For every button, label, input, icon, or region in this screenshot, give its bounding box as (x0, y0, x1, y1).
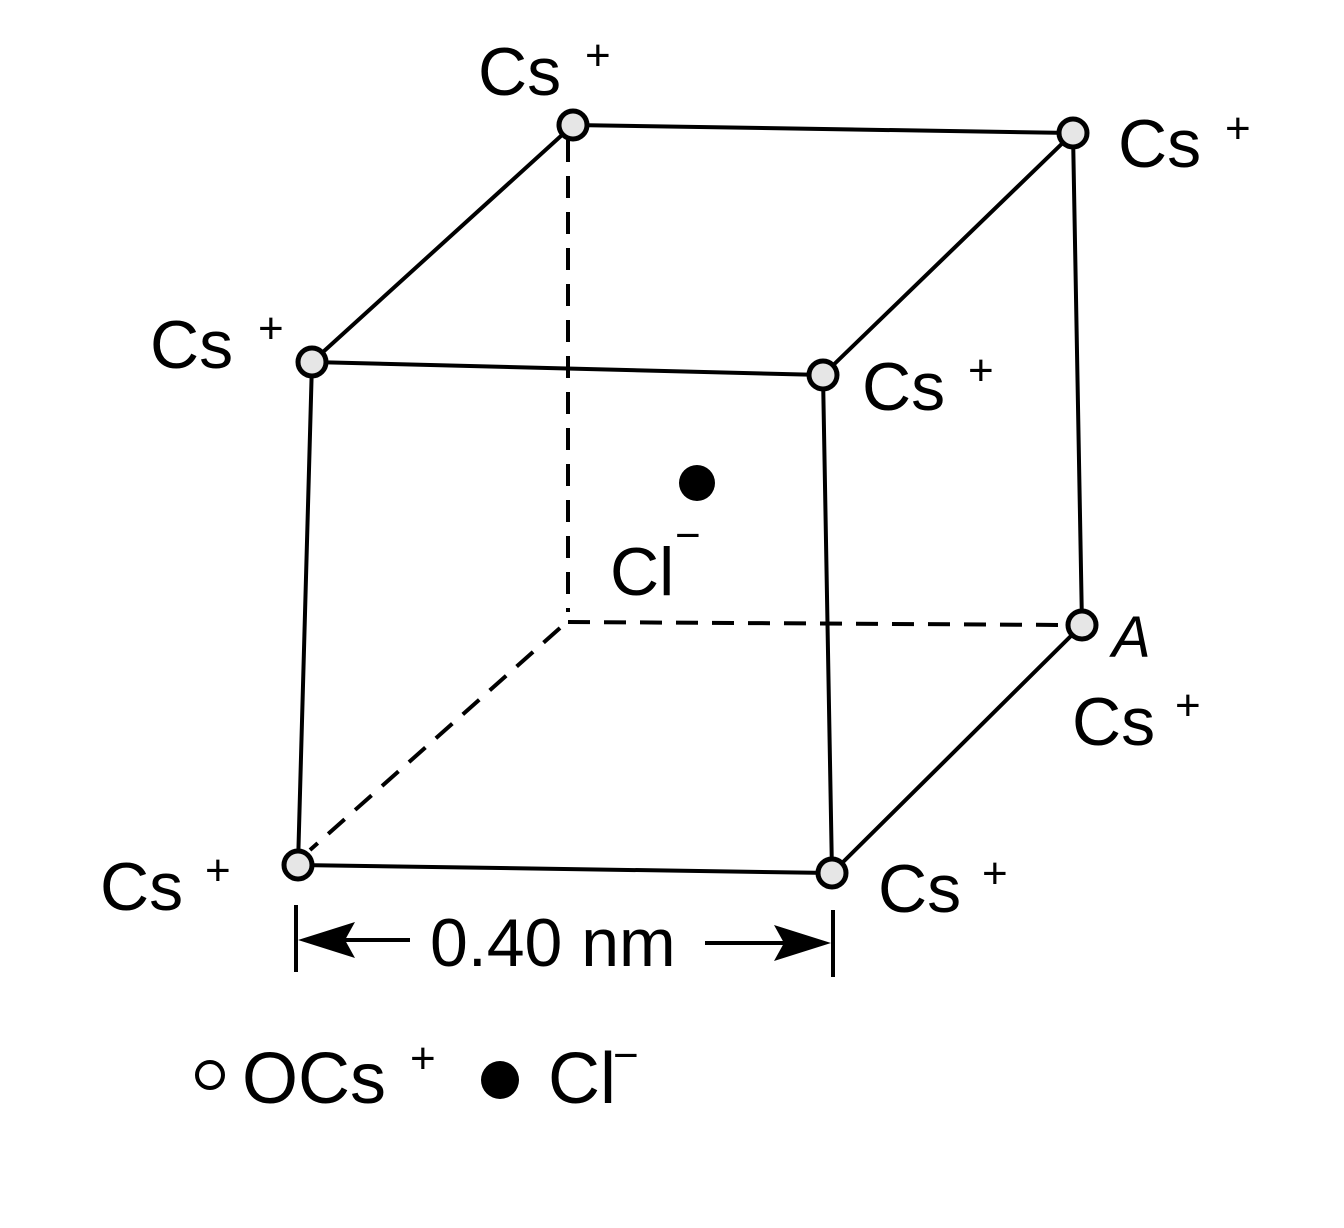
cs-label-text: Cs (478, 34, 561, 110)
cs-ion-front-top-right (806, 358, 840, 392)
cs-label-front-top-left: Cs + (150, 304, 284, 383)
cs-label-charge: + (585, 31, 611, 80)
edge-front-right (821, 373, 834, 875)
cs-label-charge: + (1175, 681, 1201, 730)
legend-cl-text: Cl (548, 1039, 616, 1119)
cs-label-text: Cs (862, 349, 945, 425)
cl-label-charge: − (675, 511, 701, 560)
cs-ion-front-top-left (295, 345, 329, 379)
hidden-edges (308, 140, 1069, 852)
cs-ion-front-bottom-right (815, 856, 849, 890)
cs-label-front-top-right: Cs + (862, 346, 994, 425)
hidden-edge-back-bottom (567, 620, 1069, 627)
cs-label-back-top-right: Cs + (1118, 104, 1251, 182)
cs-ion-back-bottom-right (1065, 608, 1099, 642)
cs-label-back-bottom-right: Cs + (1072, 681, 1201, 760)
cl-label: Cl − (610, 511, 701, 610)
hidden-edge-depth-bottom (308, 626, 562, 852)
edge-top-left-depth (310, 123, 575, 364)
edge-front-bottom (296, 863, 834, 875)
edge-bottom-right-depth (830, 623, 1084, 875)
legend-cl-marker-icon (481, 1061, 519, 1099)
cs-label-front-bottom-left: Cs + (100, 846, 231, 925)
cl-ion-center (679, 465, 715, 501)
cs-ion-front-bottom-left (281, 848, 315, 882)
cs-corner-ions (281, 108, 1099, 890)
legend-cl-charge: − (613, 1031, 639, 1080)
cs-label-back-top-left: Cs + (478, 31, 611, 110)
edge-top-right-depth (821, 131, 1075, 377)
cs-label-charge: + (1225, 104, 1251, 153)
cs-label-charge: + (205, 846, 231, 895)
cs-label-text: Cs (150, 307, 233, 383)
corner-marker-a: A (1109, 605, 1151, 670)
cl-label-text: Cl (610, 534, 674, 610)
cs-ion-back-top-left (556, 108, 590, 142)
dimension-annotation: 0.40 nm (294, 905, 835, 981)
cs-label-charge: + (982, 849, 1008, 898)
dimension-arrowhead-left (298, 922, 355, 958)
edge-back-top (571, 123, 1075, 135)
edge-back-right (1071, 131, 1084, 627)
cs-label-text: Cs (1118, 106, 1201, 182)
edge-front-left (296, 360, 314, 867)
legend-cs-marker-icon (195, 1060, 225, 1090)
dimension-arrowhead-right (774, 925, 831, 961)
legend-cs-charge: + (410, 1034, 436, 1083)
cs-label-text: Cs (1072, 684, 1155, 760)
cs-ion-back-top-right (1056, 116, 1090, 150)
legend-cs-text: OCs (242, 1039, 386, 1119)
edge-front-top (310, 360, 825, 377)
cs-label-text: Cs (878, 851, 961, 927)
dimension-label: 0.40 nm (430, 905, 676, 981)
cs-label-front-bottom-right: Cs + (878, 849, 1008, 927)
legend: OCs + Cl − (195, 1031, 639, 1119)
visible-edges (296, 123, 1084, 875)
cs-label-charge: + (968, 346, 994, 395)
cs-label-text: Cs (100, 849, 183, 925)
cs-label-charge: + (258, 304, 284, 353)
